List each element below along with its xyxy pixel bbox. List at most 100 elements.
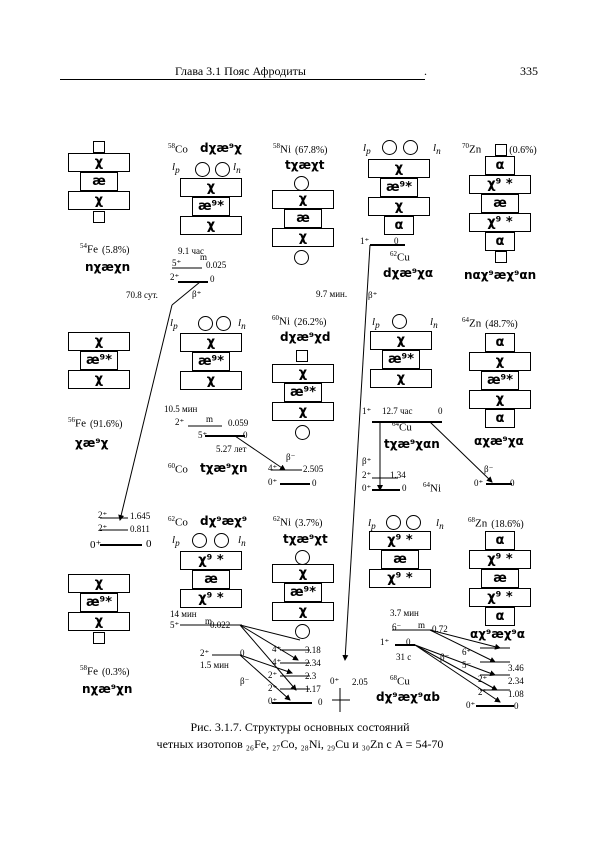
nucleon-circle	[295, 550, 310, 565]
formula-zn64: αχæ⁹χα	[474, 434, 524, 448]
cap-square	[296, 350, 308, 362]
block-alpha: α	[485, 531, 515, 550]
spin-ln: ln	[238, 317, 246, 332]
level-energy: 0.025	[206, 260, 227, 270]
spin-level: 5⁺	[170, 620, 180, 630]
nucleon-circle	[198, 316, 213, 331]
spin-level: 0⁺	[90, 539, 102, 551]
cap-square	[495, 251, 507, 263]
decay-mode: β⁻	[484, 464, 494, 474]
spin-level: 5⁺	[172, 258, 182, 268]
nucleon-circle	[295, 425, 310, 440]
decay-mode: β⁺	[192, 289, 202, 299]
level-energy: 0.059	[228, 418, 249, 428]
nucleus-label-cu64: 64Cu	[392, 420, 412, 434]
isomer-mark: m	[206, 414, 214, 424]
level-energy: 0	[146, 538, 152, 550]
spin-level: 2⁺	[170, 272, 180, 282]
formula-cu64: tχæ⁹χαn	[384, 437, 440, 451]
block-chi: χ	[272, 364, 334, 383]
spin-ln: ln	[430, 316, 438, 331]
formula-co60: tχæ⁹χn	[200, 461, 248, 475]
nucleon-circle	[294, 176, 309, 191]
nucleus-label-cu62: 62Cu	[390, 250, 410, 264]
formula-ni60: dχæ⁹χd	[280, 330, 331, 344]
cap-square	[93, 141, 105, 153]
level-energy: 0	[514, 701, 519, 711]
level-energy: 0	[394, 236, 399, 246]
nucleon-circle	[195, 162, 210, 177]
block-chi: χ	[180, 333, 242, 352]
spin-level: 2⁺	[98, 523, 108, 533]
cap-square	[93, 211, 105, 223]
spin-level: 2⁺	[175, 417, 185, 427]
block-chi: χ	[272, 564, 334, 583]
spin-level: 0⁺	[466, 700, 476, 710]
block-ae9s: æ⁹*	[382, 350, 420, 369]
spin-level: 6⁻	[392, 622, 402, 632]
block-chi: χ	[368, 159, 430, 178]
block-chi9s: χ⁹ *	[469, 175, 531, 194]
nucleon-circle	[295, 624, 310, 639]
spin-lp: lp	[170, 317, 178, 332]
level-energy: 0	[318, 697, 323, 707]
cap-square	[495, 144, 507, 156]
spin-level: 2⁺	[478, 674, 488, 684]
block-chi: χ	[68, 153, 130, 172]
nucleus-label-ni58: 58Ni(67.8%)	[273, 142, 328, 156]
block-chi: χ	[68, 370, 130, 389]
formula-fe56: χæ⁹χ	[75, 436, 109, 450]
spin-level: 0⁺	[268, 477, 278, 487]
nucleus-label-ni64: 64Ni	[423, 481, 441, 495]
block-chi9s: χ⁹ *	[469, 588, 531, 607]
formula-ni62: tχæ⁹χt	[283, 532, 328, 546]
nucleus-label-co62: 62Co	[168, 515, 188, 529]
spin-level: 2⁺	[268, 670, 278, 680]
level-energy: 0.72	[432, 624, 448, 634]
spin-ln: ln	[238, 534, 246, 549]
level-energy: 0.022	[210, 620, 231, 630]
spin-level: 4⁺	[272, 644, 282, 654]
level-energy: 1.17	[305, 684, 321, 694]
decay-mode: β⁻	[440, 652, 450, 662]
level-energy: 0	[210, 274, 215, 284]
level-energy: 0	[406, 637, 411, 647]
header-rule	[60, 79, 425, 80]
level-energy: 2.505	[303, 464, 324, 474]
spin-level: 0⁺	[474, 478, 484, 488]
spin-level: 4⁺	[268, 463, 278, 473]
decay-mode: β⁻	[286, 452, 296, 462]
spin-level: 4⁺	[272, 657, 282, 667]
block-chi: χ	[68, 574, 130, 593]
block-ae: æ	[284, 209, 322, 228]
nucleus-label-fe58: 58Fe(0.3%)	[80, 664, 130, 678]
block-ae: æ	[481, 194, 519, 213]
isomer-mark: m	[205, 616, 213, 626]
half-life: 10.5 мин	[164, 404, 198, 414]
spin-lp: lp	[172, 534, 180, 549]
nucleon-circle	[216, 316, 231, 331]
block-ae: æ	[381, 550, 419, 569]
nucleon-circle	[386, 515, 401, 530]
spin-lp: lp	[363, 142, 371, 157]
decay-mode: β⁺	[368, 290, 378, 300]
page-number: 335	[520, 64, 538, 78]
nucleus-label-fe54: 54Fe(5.8%)	[80, 242, 130, 256]
spin-level: 2⁺	[200, 648, 210, 658]
level-energy: 0	[312, 478, 317, 488]
level-energy: 3.18	[305, 645, 321, 655]
half-life: 14 мин	[170, 609, 197, 619]
level-energy: 0.811	[130, 524, 150, 534]
formula-co58: dχæ⁹χ	[200, 141, 242, 155]
block-alpha: α	[485, 333, 515, 352]
nucleon-circle	[215, 162, 230, 177]
level-energy: 0	[438, 406, 443, 416]
level-energy: 2.34	[508, 676, 524, 686]
spin-level: 2⁺	[268, 683, 278, 693]
spin-lp: lp	[172, 161, 180, 176]
block-chi9s: χ⁹ *	[469, 550, 531, 569]
block-chi: χ	[272, 602, 334, 621]
block-ae9s: æ⁹*	[380, 178, 418, 197]
spin-level: 5⁻	[462, 660, 472, 670]
spin-level: 1⁺	[380, 637, 390, 647]
